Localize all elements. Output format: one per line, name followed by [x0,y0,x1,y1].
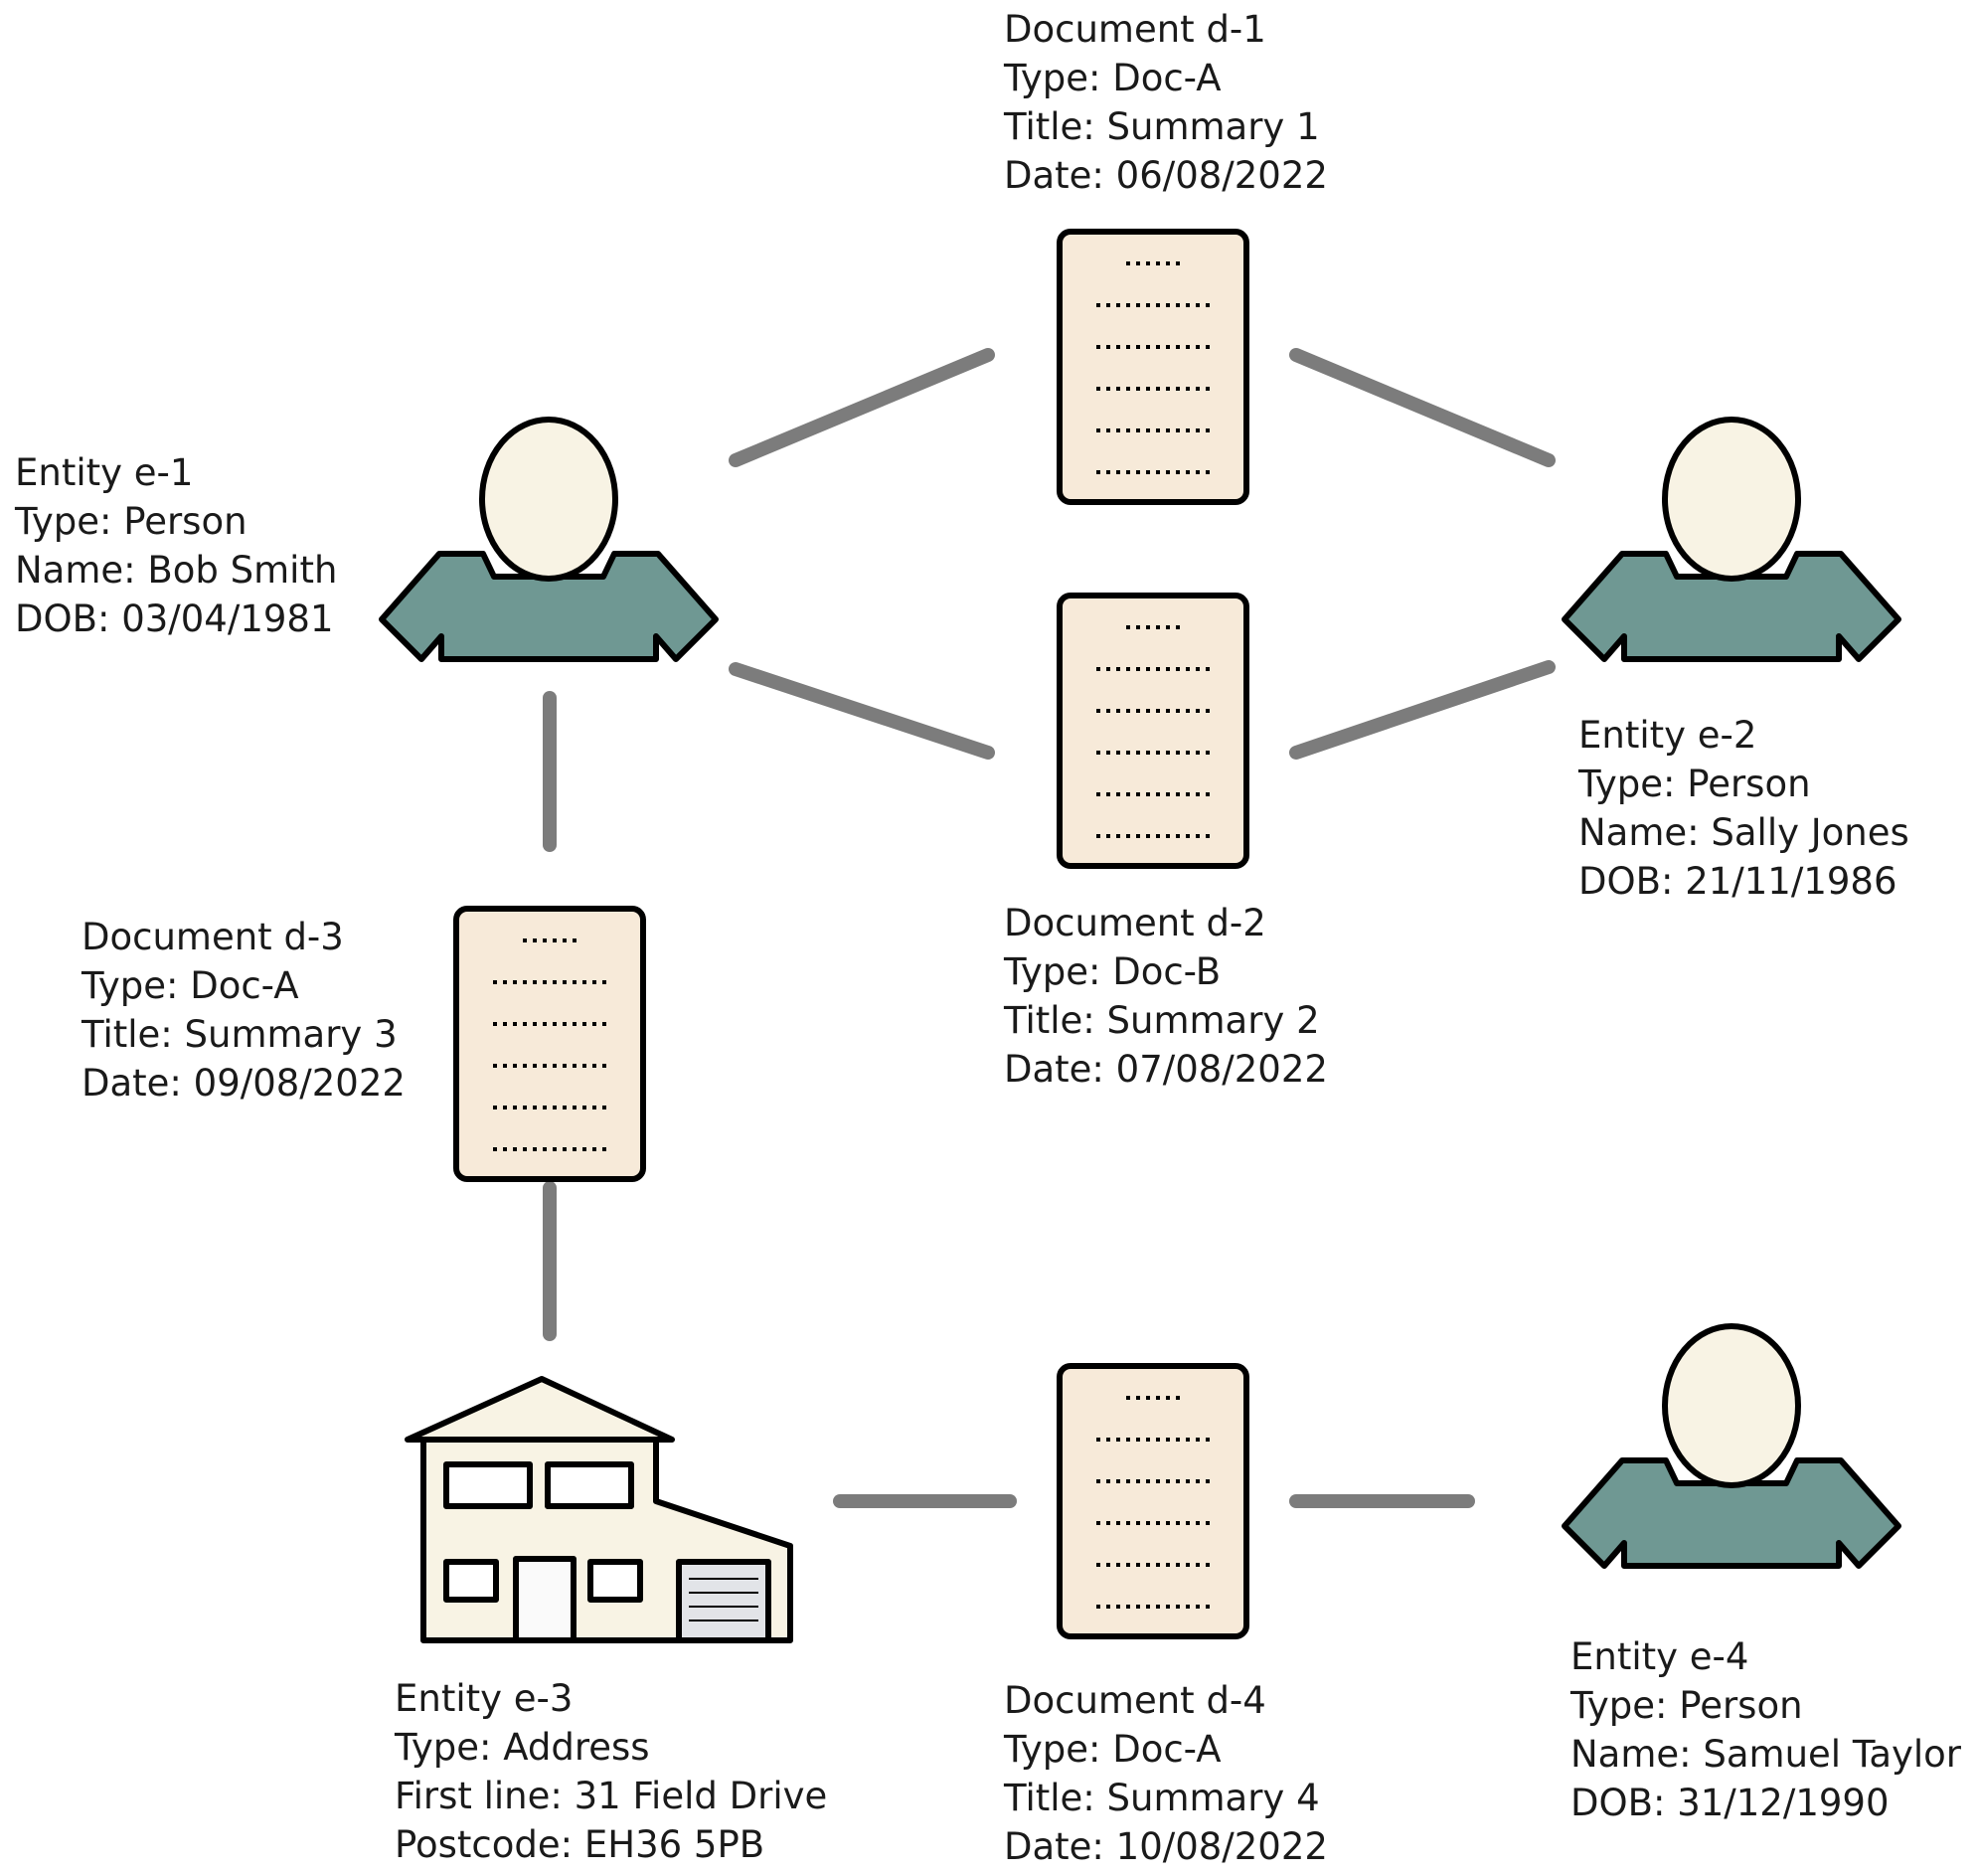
edge-e1-d2 [729,662,995,760]
house-icon [405,1376,793,1643]
node-e4-line-1: Type: Person [1569,1684,1803,1727]
node-d3-line-3: Date: 09/08/2022 [82,1062,406,1105]
person-icon [379,417,719,662]
node-d4-line-1: Type: Doc-A [1003,1728,1222,1771]
node-e3-line-2: First line: 31 Field Drive [395,1775,827,1817]
node-e1-line-2: Name: Bob Smith [15,549,337,592]
node-d4-line-3: Date: 10/08/2022 [1004,1825,1328,1868]
node-e1-line-3: DOB: 03/04/1981 [15,597,333,640]
node-e4-line-3: DOB: 31/12/1990 [1570,1782,1889,1824]
node-d4-line-2: Title: Summary 4 [1003,1777,1320,1819]
node-d3-line-2: Title: Summary 3 [81,1013,398,1056]
node-d2-line-0: Document d-2 [1004,902,1266,944]
node-e2-line-3: DOB: 21/11/1986 [1578,860,1896,903]
document-icon [1057,593,1249,869]
edge-e1-d1 [729,348,995,467]
node-d1-line-3: Date: 06/08/2022 [1004,154,1328,197]
document-icon [1057,1363,1249,1639]
node-d3-line-1: Type: Doc-A [81,964,299,1007]
edges [543,348,1556,1508]
node-e4-line-0: Entity e-4 [1570,1635,1748,1678]
node-e3-line-0: Entity e-3 [395,1677,573,1720]
document-icon [453,906,646,1182]
person-icon [1562,417,1901,662]
node-d3-line-0: Document d-3 [82,916,344,958]
node-d1-line-2: Title: Summary 1 [1003,105,1320,148]
edge-d1-e2 [1289,348,1556,467]
node-d1-line-1: Type: Doc-A [1003,57,1222,99]
person-icon [1562,1323,1901,1569]
node-d2-line-1: Type: Doc-B [1003,950,1221,993]
node-e3-line-1: Type: Address [394,1726,650,1769]
node-e2-line-2: Name: Sally Jones [1578,811,1909,854]
document-icon [1057,229,1249,505]
node-e3-line-3: Postcode: EH36 5PB [395,1823,764,1866]
node-d1-line-0: Document d-1 [1004,8,1266,51]
node-d2-line-2: Title: Summary 2 [1003,999,1320,1042]
node-d4-line-0: Document d-4 [1004,1679,1266,1722]
node-e2-line-0: Entity e-2 [1578,714,1756,757]
edge-d2-e2 [1289,660,1556,760]
node-d2-line-3: Date: 07/08/2022 [1004,1048,1328,1091]
node-e1-line-1: Type: Person [14,500,247,543]
node-e2-line-1: Type: Person [1577,763,1811,805]
node-e4-line-2: Name: Samuel Taylor [1570,1733,1962,1776]
node-e1-line-0: Entity e-1 [15,451,193,494]
